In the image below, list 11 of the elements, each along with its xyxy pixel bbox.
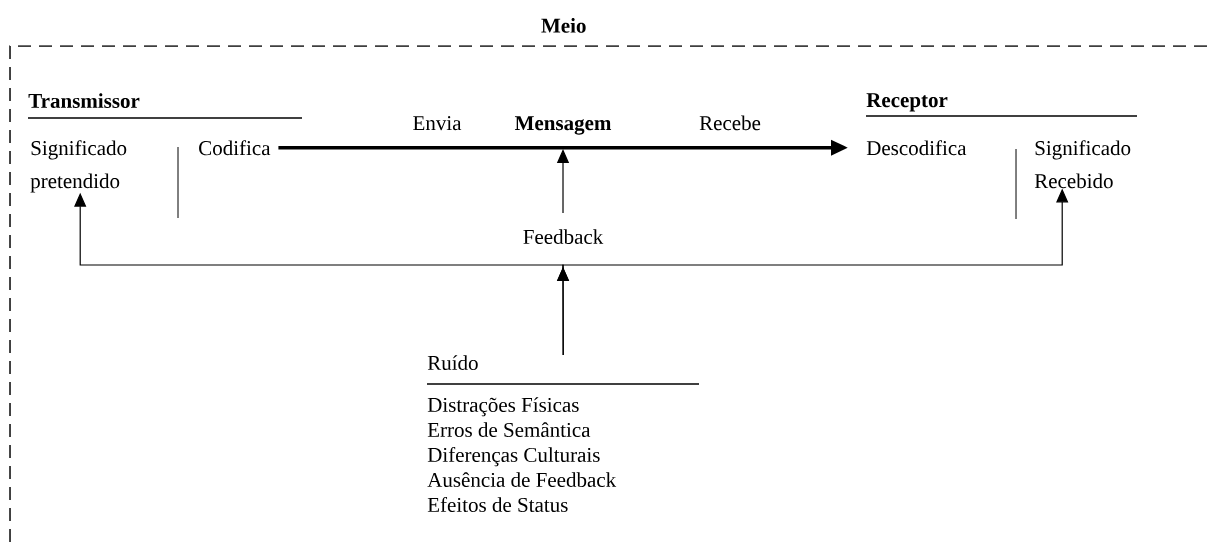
section-heading: Ruído Distrações Físicas Erros de Semântica Diferenças Culturais Ausência de Feedback Efeitos de Status [426,355,700,512]
arrow-label: Envia [413,116,462,131]
text-label: Significado pretendido [30,140,127,193]
text-label: Codifica [199,140,271,156]
section-heading: Receptor [865,93,1138,117]
section-heading: Transmissor [27,93,303,119]
text-label: Descodifica [866,140,967,156]
arrow-label: Mensagem [514,116,612,135]
arrow-label: Recebe [699,115,761,131]
text-label: Feedback [523,229,604,244]
text-label: Significado Recebido [1034,140,1131,189]
